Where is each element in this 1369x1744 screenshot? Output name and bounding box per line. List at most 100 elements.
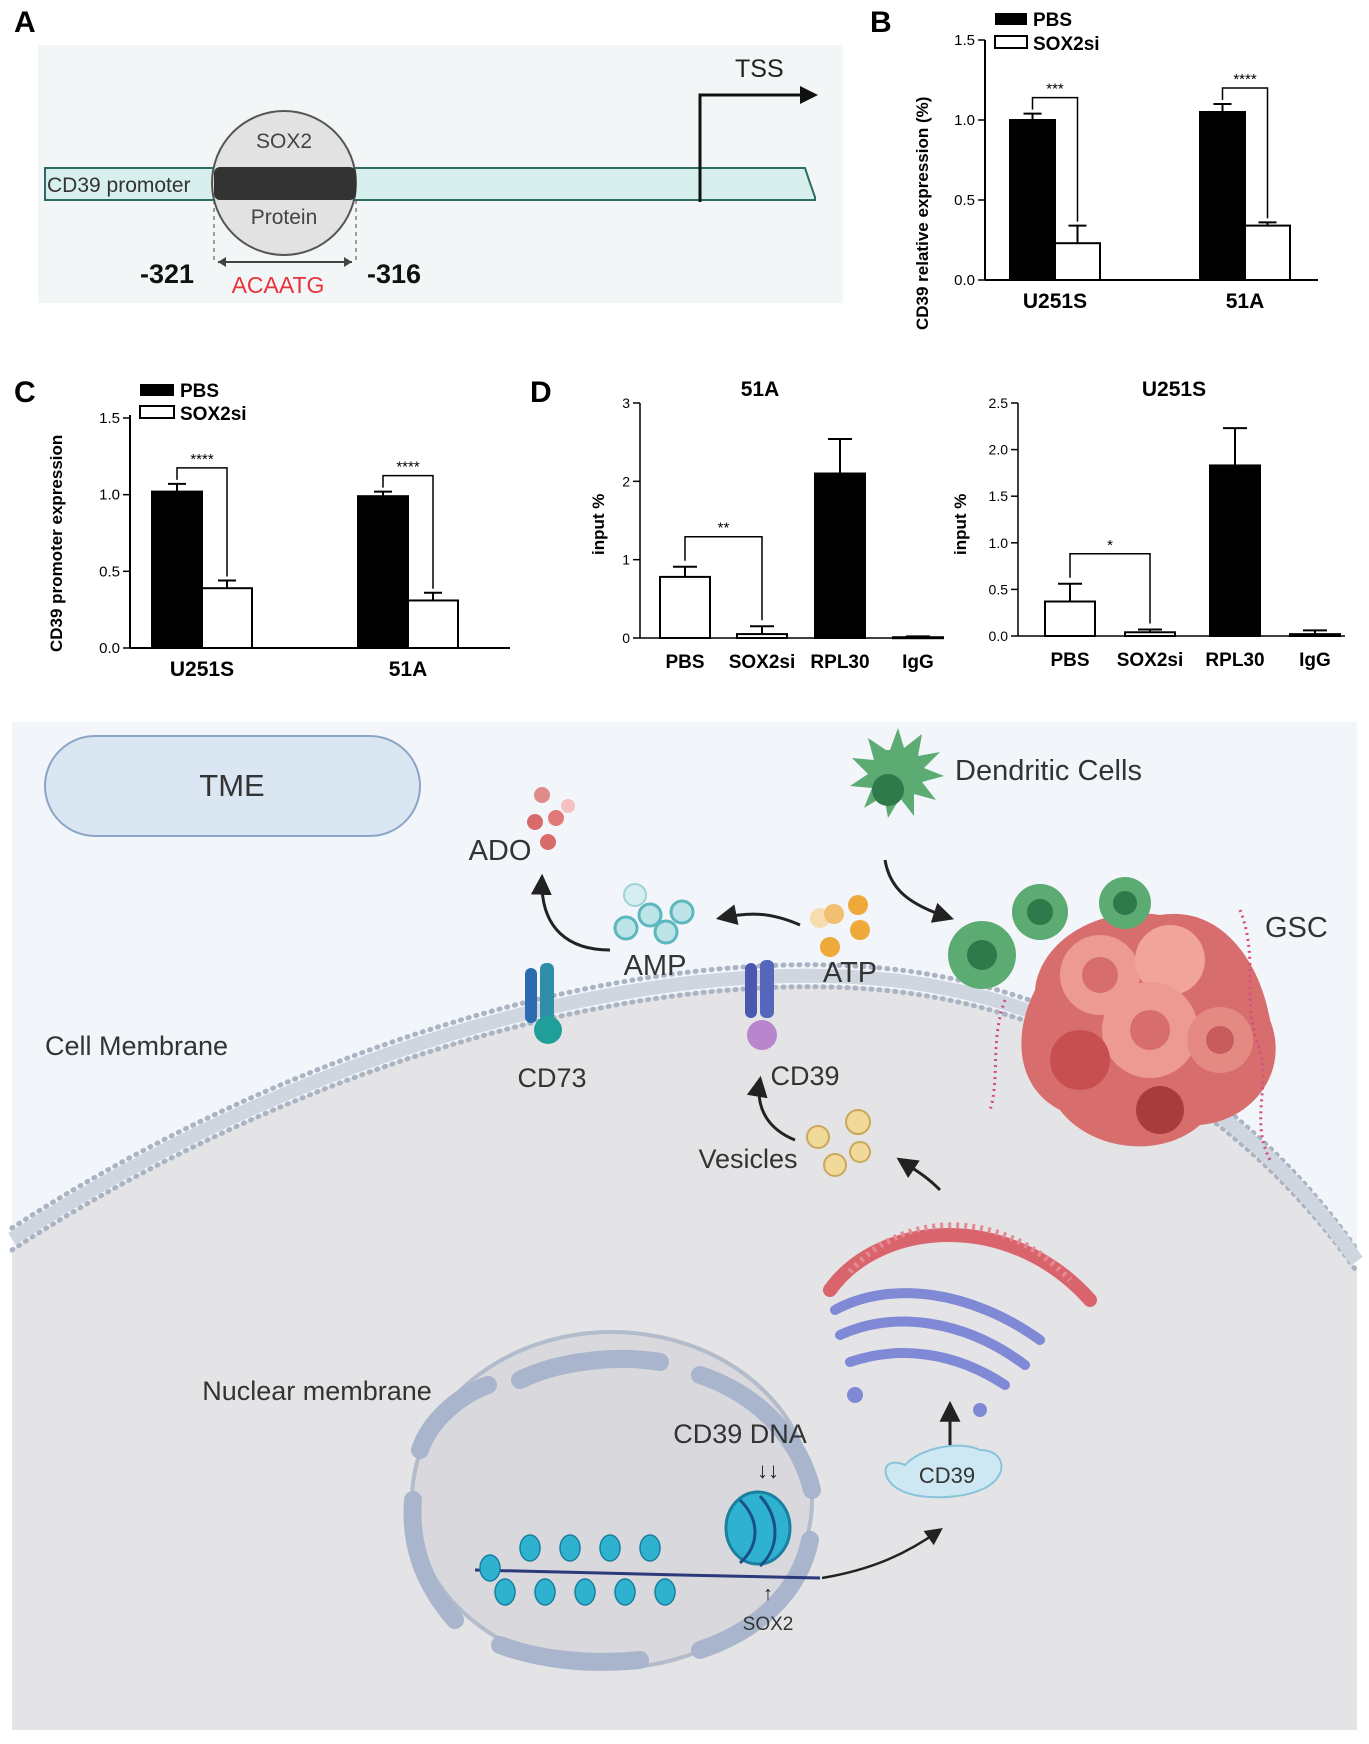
panel-label-a: A [14,6,36,39]
d2-y-tick-label: 1.5 [989,488,1009,504]
ado-molecules-icon [527,787,575,850]
panel-a: CD39 promoter SOX2 Protein -321 -316 ACA… [38,45,843,303]
b-bar-pbs [1009,119,1056,281]
amp-label: AMP [624,950,687,982]
b-bar-sox2si [1244,224,1291,282]
c-bar-pbs [357,495,409,650]
b-category-label: 51A [1226,290,1265,313]
d2-category-label: PBS [1050,650,1089,671]
cd73-protein-icon [525,963,562,1044]
d2-y-tick-label: 2.5 [989,395,1009,411]
b-bar-sox2si [1054,242,1101,281]
d1-y-tick-label: 0 [622,630,630,646]
d2-significance: * [1107,537,1113,554]
c-legend-pbs: PBS [180,381,219,402]
dendritic-cells-label: Dendritic Cells [955,755,1142,787]
cd39-dna-label: CD39 DNA [673,1419,807,1449]
d2-bar-sox2si [1124,631,1176,637]
c-significance: **** [190,451,214,468]
golgi-to-vesicles-arrow [896,1157,942,1192]
b-bar-pbs [1199,111,1246,281]
vesicles-to-cd39-arrow [746,1075,796,1142]
cd39-protein-label: CD39 [919,1463,975,1488]
d1-significance: ** [718,520,730,537]
promoter-label: CD39 promoter [47,174,191,197]
right-position-label: -316 [367,259,421,289]
d1-category-label: RPL30 [810,652,869,673]
panel-label-c: C [14,376,36,409]
b-legend-sox2si: SOX2si [1033,34,1100,55]
c-significance: **** [396,459,420,476]
nuclear-envelope-segments [403,1350,821,1671]
panel-c-chart: 0.00.51.01.5 ****U251S****51A CD39 promo… [47,381,510,681]
c-category-label: U251S [170,658,234,681]
d2-category-label: SOX2si [1117,650,1184,671]
chromatin-icon [474,1490,821,1606]
d1-y-tick-label: 1 [622,552,630,568]
dna-to-cd39-arrow [821,1527,943,1580]
gsc-label: GSC [1265,912,1328,944]
b-significance: *** [1046,81,1064,98]
c-y-tick-label: 1.0 [99,487,120,504]
d1-bar-rpl30 [814,472,866,639]
d1-title: 51A [741,378,780,401]
c-bar-pbs [151,490,203,649]
d2-bar-rpl30 [1209,464,1261,637]
c-y-tick-label: 1.5 [99,410,120,427]
panel-b-chart: 0.00.51.01.5 ***U251S****51A CD39 relati… [913,10,1318,330]
b-y-axis-label: CD39 relative expression (%) [913,97,932,330]
d2-y-tick-label: 1.0 [989,535,1009,551]
motif-label: ACAATG [232,272,325,298]
c-legend-sox2si: SOX2si [180,404,247,425]
cell-membrane-label: Cell Membrane [45,1031,228,1061]
b-y-tick-label: 0.5 [954,192,975,209]
c-significance-bracket [382,474,434,589]
d1-category-label: SOX2si [729,652,796,673]
atp-to-amp-arrow [715,904,801,927]
gsc-tumor-icon [1021,913,1276,1147]
panel-label-b: B [870,6,892,39]
d2-y-tick-label: 0.5 [989,581,1009,597]
b-legend-pbs: PBS [1033,10,1072,31]
c-y-tick-label: 0.0 [99,640,120,657]
sox2-label: SOX2 [256,130,312,153]
tss-arrowhead [800,86,818,104]
vesicles-icon [806,1109,871,1177]
b-y-tick-label: 1.0 [954,112,975,129]
cd39-protein-blob [884,1444,1003,1499]
membrane-tails [8,968,1363,1265]
d1-category-label: IgG [902,652,934,673]
binding-site-box [214,167,356,200]
atp-label: ATP [823,957,877,989]
atp-molecules-icon [810,895,870,957]
c-significance-bracket [176,467,228,577]
d1-significance-bracket [684,535,763,621]
b-legend-swatch-sox2si [994,35,1028,49]
dc-to-gsc-arrow [883,859,954,923]
amp-to-ado-arrow [530,873,611,952]
panel-label-d: D [530,376,552,409]
d2-bar-pbs [1044,600,1096,637]
d1-y-tick-label: 2 [622,473,630,489]
c-y-tick-label: 0.5 [99,563,120,580]
d2-y-axis-label: input % [951,494,970,555]
d1-bar-sox2si [736,633,788,639]
cd39-label: CD39 [770,1061,839,1091]
tss-label: TSS [735,55,784,83]
tss-arrow [698,93,805,202]
cd73-label: CD73 [517,1063,586,1093]
cd39-protein-icon [745,960,777,1050]
b-significance-bracket [1031,96,1079,222]
dendritic-cell-icon [850,728,944,818]
dna-down-arrows: ↓↓ [757,1458,779,1483]
d2-significance-bracket [1069,553,1151,624]
ado-label: ADO [469,835,532,867]
b-y-tick-label: 0.0 [954,272,975,289]
sox2-up-arrow: ↑ [763,1583,773,1605]
d1-category-label: PBS [665,652,704,673]
left-position-label: -321 [140,259,194,289]
c-legend-swatch-sox2si [139,405,175,419]
